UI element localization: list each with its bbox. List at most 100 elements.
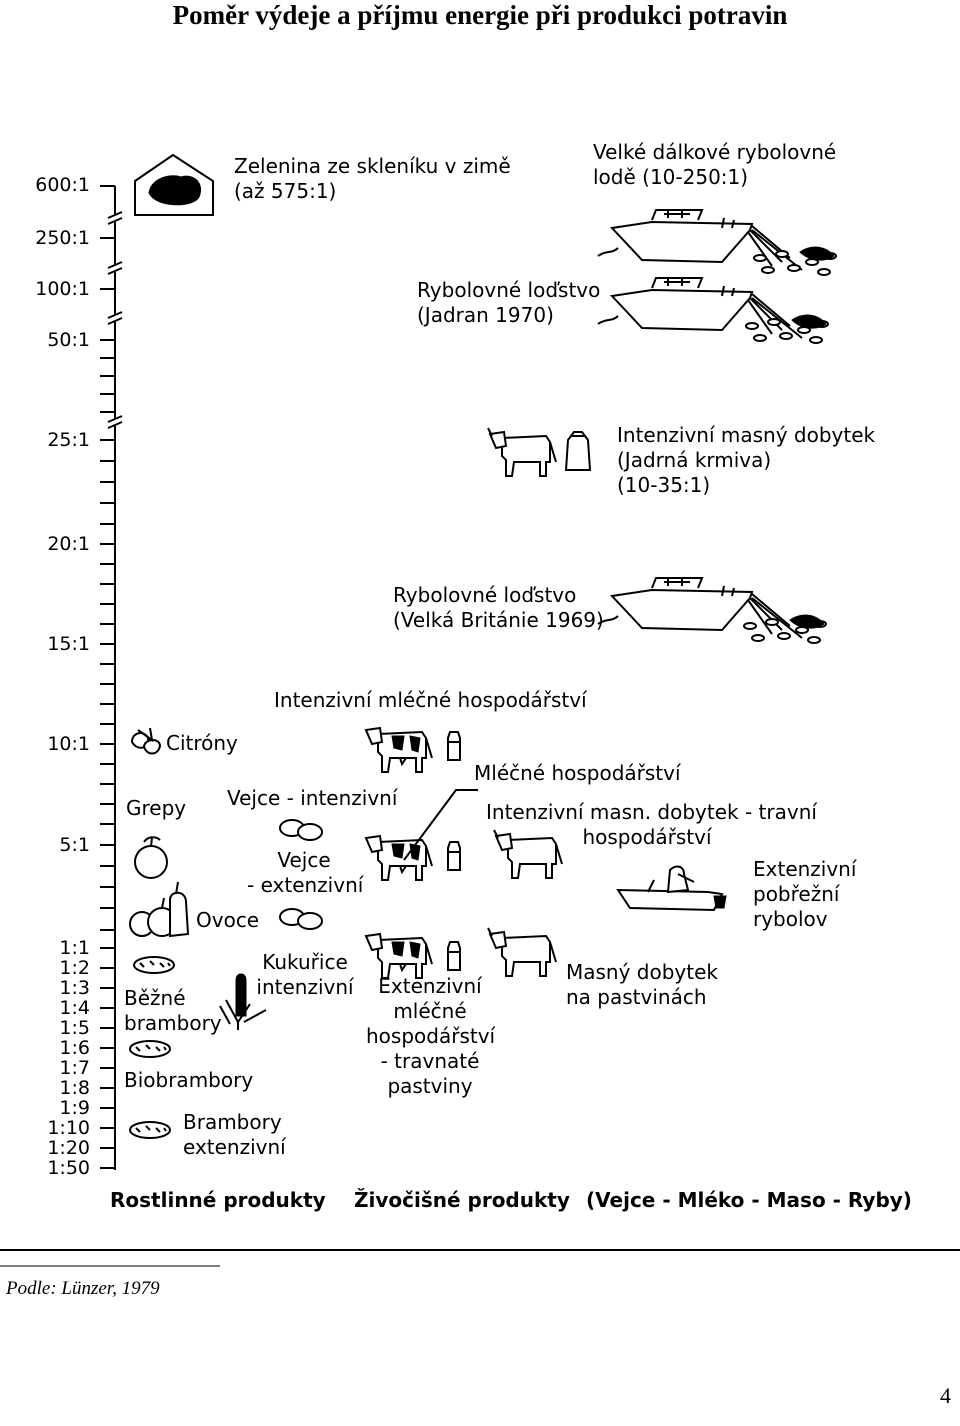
tick-label: 20:1 — [47, 533, 90, 555]
tick-label: 1:3 — [59, 977, 90, 999]
label-line: Extenzivní — [753, 857, 857, 881]
label-line: brambory — [124, 1011, 222, 1035]
label-line: Brambory — [183, 1110, 282, 1134]
tick-label: 25:1 — [47, 429, 90, 451]
animal-products-label: Živočišné produkty — [354, 1188, 570, 1212]
coastal-fishing-label: Extenzivní pobřežní rybolov — [753, 857, 856, 932]
potato-extensive-label: Brambory extenzivní — [183, 1110, 286, 1160]
beef-grass-label: Intenzivní masn. dobytek - travní hospod… — [486, 800, 817, 850]
tick-label: 1:2 — [59, 957, 90, 979]
eggs-extensive-label: Vejce - extenzivní — [247, 848, 364, 898]
label-line: na pastvinách — [566, 985, 707, 1009]
label-line: Intenzivní masn. dobytek - travní — [486, 800, 817, 824]
potato-icon-extensive — [129, 1121, 171, 1139]
label-line: Intenzivní masný dobytek — [617, 423, 876, 447]
label-line: extenzivní — [183, 1135, 286, 1159]
label-line: pastviny — [387, 1074, 473, 1098]
tick-label: 1:50 — [47, 1157, 90, 1179]
lemons-label: Citróny — [166, 731, 238, 755]
tick-label: 100:1 — [35, 278, 90, 300]
tick-label: 1:1 — [59, 937, 90, 959]
pasture-beef-label: Masný dobytek na pastvinách — [566, 960, 718, 1010]
label-line: Běžné — [124, 986, 186, 1010]
tick-label: 600:1 — [35, 174, 90, 196]
tick-label: 5:1 — [59, 834, 90, 856]
dairy-cow-icon-1 — [365, 727, 461, 773]
label-line: Zelenina ze skleníku v zimě — [234, 154, 511, 178]
label-line: Kukuřice — [262, 950, 348, 974]
tick-label: 1:9 — [59, 1097, 90, 1119]
label-line: Vejce — [277, 848, 331, 872]
tick-label: 1:7 — [59, 1057, 90, 1079]
label-line: pobřežní — [753, 882, 840, 906]
fruit-label: Ovoce — [196, 908, 260, 932]
label-line: (až 575:1) — [234, 179, 337, 203]
page-title: Poměr výdeje a příjmu energie při produk… — [172, 0, 788, 30]
label-line: Extenzivní — [378, 974, 482, 998]
potato-icon-bio — [129, 1040, 171, 1058]
potato-common-label: Běžné brambory — [124, 986, 222, 1036]
label-line: Rybolovné loďstvo — [417, 278, 601, 302]
label-line: rybolov — [753, 907, 828, 931]
corn-label: Kukuřice intenzivní — [250, 950, 360, 1000]
tick-label: 1:20 — [47, 1137, 90, 1159]
label-line: intenzivní — [256, 975, 354, 999]
ships-label: Velké dálkové rybolovné lodě (10-250:1) — [593, 140, 836, 190]
source-note: Podle: Lünzer, 1979 — [6, 1278, 160, 1299]
grapefruit-label: Grepy — [126, 796, 187, 820]
tick-label: 50:1 — [47, 329, 90, 351]
label-line: - travnaté — [380, 1049, 480, 1073]
axis-lines — [100, 185, 123, 1170]
eggs-intensive-label: Vejce - intenzivní — [227, 786, 398, 810]
dairy-extensive-label: Extenzivní mléčné hospodářství - travnat… — [366, 974, 496, 1099]
dairy-cow-icon-3 — [365, 933, 461, 979]
label-line: Rybolovné loďstvo — [393, 583, 577, 607]
eggs-icon-extensive — [279, 908, 323, 930]
label-line: (10-35:1) — [617, 473, 711, 497]
tick-label: 1:10 — [47, 1117, 90, 1139]
dairy-cow-icon-2 — [365, 835, 461, 881]
grapefruit-icon — [134, 836, 168, 879]
dairy-pointer-line — [403, 789, 478, 861]
tick-label: 1:5 — [59, 1017, 90, 1039]
ship-icon-uk — [597, 577, 827, 644]
beef-intensive-label: Intenzivní masný dobytek (Jadrná krmiva)… — [617, 423, 875, 498]
lemon-icon — [130, 727, 162, 755]
corn-icon — [219, 973, 267, 1030]
uk-fleet-label: Rybolovné loďstvo (Velká Británie 1969) — [393, 583, 604, 633]
tick-label: 250:1 — [35, 227, 90, 249]
label-line: Masný dobytek — [566, 960, 718, 984]
page-number: 4 — [940, 1383, 951, 1408]
tick-label: 10:1 — [47, 733, 90, 755]
greenhouse-label: Zelenina ze skleníku v zimě (až 575:1) — [234, 154, 511, 204]
tick-label: 1:8 — [59, 1077, 90, 1099]
fruit-icon — [129, 881, 190, 938]
plant-products-label: Rostlinné produkty — [110, 1188, 326, 1212]
ship-icon-large-2 — [597, 277, 829, 344]
label-line: (Jadrná krmiva) — [617, 448, 772, 472]
tick-label: 1:4 — [59, 997, 90, 1019]
ship-icon-large-1 — [597, 209, 837, 276]
tick-label: 15:1 — [47, 633, 90, 655]
animal-products-detail: (Vejce - Mléko - Maso - Ryby) — [586, 1188, 912, 1212]
tick-label: 1:6 — [59, 1037, 90, 1059]
biopotato-label: Biobrambory — [124, 1068, 254, 1092]
label-line: (Jadran 1970) — [417, 303, 554, 327]
label-line: hospodářství — [366, 1024, 496, 1048]
greenhouse-icon — [134, 153, 214, 216]
cow-icon-intensive-beef — [487, 427, 557, 477]
label-line: - extenzivní — [247, 873, 364, 897]
cow-icon-pasture — [487, 927, 557, 977]
eggs-icon-intensive — [279, 819, 323, 841]
dairy-intensive-label: Intenzivní mléčné hospodářství — [274, 688, 587, 712]
label-line: mléčné — [393, 999, 467, 1023]
label-line: hospodářství — [582, 825, 712, 849]
dairy-label: Mléčné hospodářství — [474, 761, 681, 785]
coastal-boat-icon — [616, 865, 727, 912]
feed-sack-icon — [564, 431, 592, 471]
jadran-label: Rybolovné loďstvo (Jadran 1970) — [417, 278, 600, 328]
label-line: (Velká Británie 1969) — [393, 608, 604, 632]
label-line: lodě (10-250:1) — [593, 165, 749, 189]
label-line: Velké dálkové rybolovné — [593, 140, 837, 164]
